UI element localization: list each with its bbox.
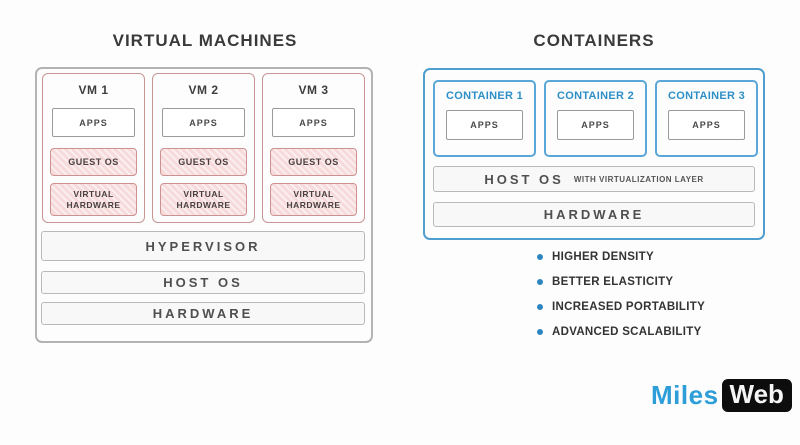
- vm-1-virtual-hardware-box: VIRTUAL HARDWARE: [50, 183, 137, 216]
- list-item: BETTER ELASTICITY: [537, 276, 705, 288]
- vm-1-apps-box: APPS: [52, 108, 135, 137]
- benefit-label: ADVANCED SCALABILITY: [552, 326, 702, 338]
- vm-3-apps-box: APPS: [272, 108, 355, 137]
- virtualization-layer-note: WITH VIRTUALIZATION LAYER: [573, 174, 704, 184]
- vm-2-apps-box: APPS: [162, 108, 245, 137]
- right-host-os-bar: HOST OS WITH VIRTUALIZATION LAYER: [433, 166, 755, 192]
- container-2-apps-box: APPS: [557, 110, 634, 140]
- container-2-label: CONTAINER 2: [556, 90, 635, 102]
- container-1-label: CONTAINER 1: [445, 90, 524, 102]
- vm-1-guest-os-box: GUEST OS: [50, 148, 137, 176]
- vm-2-box: VM 2 APPS GUEST OS VIRTUAL HARDWARE: [152, 73, 255, 223]
- left-host-os-bar: HOST OS: [41, 271, 365, 294]
- benefit-label: BETTER ELASTICITY: [552, 276, 674, 288]
- bullet-dot-icon: [537, 254, 543, 260]
- vm-3-virtual-hardware-box: VIRTUAL HARDWARE: [270, 183, 357, 216]
- containers-title: CONTAINERS: [533, 31, 655, 50]
- logo-text-miles: Miles: [651, 380, 719, 410]
- bullet-dot-icon: [537, 304, 543, 310]
- containers-frame: CONTAINER 1 APPS CONTAINER 2 APPS CONTAI…: [423, 68, 765, 240]
- vm-2-guest-os-box: GUEST OS: [160, 148, 247, 176]
- container-2-box: CONTAINER 2 APPS: [544, 80, 647, 157]
- container-benefits-list: HIGHER DENSITY BETTER ELASTICITY INCREAS…: [537, 251, 705, 338]
- vm-1-label: VM 1: [78, 83, 109, 97]
- container-3-apps-box: APPS: [668, 110, 745, 140]
- logo-text-web: Web: [721, 379, 792, 412]
- container-1-apps-box: APPS: [446, 110, 523, 140]
- list-item: HIGHER DENSITY: [537, 251, 705, 263]
- vm-2-virtual-hardware-box: VIRTUAL HARDWARE: [160, 183, 247, 216]
- virtual-machines-title: VIRTUAL MACHINES: [112, 31, 298, 50]
- vm-3-guest-os-box: GUEST OS: [270, 148, 357, 176]
- list-item: ADVANCED SCALABILITY: [537, 326, 705, 338]
- milesweb-logo: Miles Web: [651, 379, 792, 412]
- virtual-machines-frame: VM 1 APPS GUEST OS VIRTUAL HARDWARE VM 2…: [35, 67, 373, 343]
- bullet-dot-icon: [537, 329, 543, 335]
- container-3-box: CONTAINER 3 APPS: [655, 80, 758, 157]
- benefit-label: HIGHER DENSITY: [552, 251, 654, 263]
- vm-3-label: VM 3: [298, 83, 329, 97]
- vm-2-label: VM 2: [188, 83, 219, 97]
- right-hardware-bar: HARDWARE: [433, 202, 755, 227]
- list-item: INCREASED PORTABILITY: [537, 301, 705, 313]
- bullet-dot-icon: [537, 279, 543, 285]
- vm-1-box: VM 1 APPS GUEST OS VIRTUAL HARDWARE: [42, 73, 145, 223]
- right-host-os-label: HOST OS: [484, 171, 564, 187]
- container-1-box: CONTAINER 1 APPS: [433, 80, 536, 157]
- hypervisor-bar: HYPERVISOR: [41, 231, 365, 261]
- vm-3-box: VM 3 APPS GUEST OS VIRTUAL HARDWARE: [262, 73, 365, 223]
- benefit-label: INCREASED PORTABILITY: [552, 301, 706, 313]
- left-hardware-bar: HARDWARE: [41, 302, 365, 325]
- container-3-label: CONTAINER 3: [667, 90, 746, 102]
